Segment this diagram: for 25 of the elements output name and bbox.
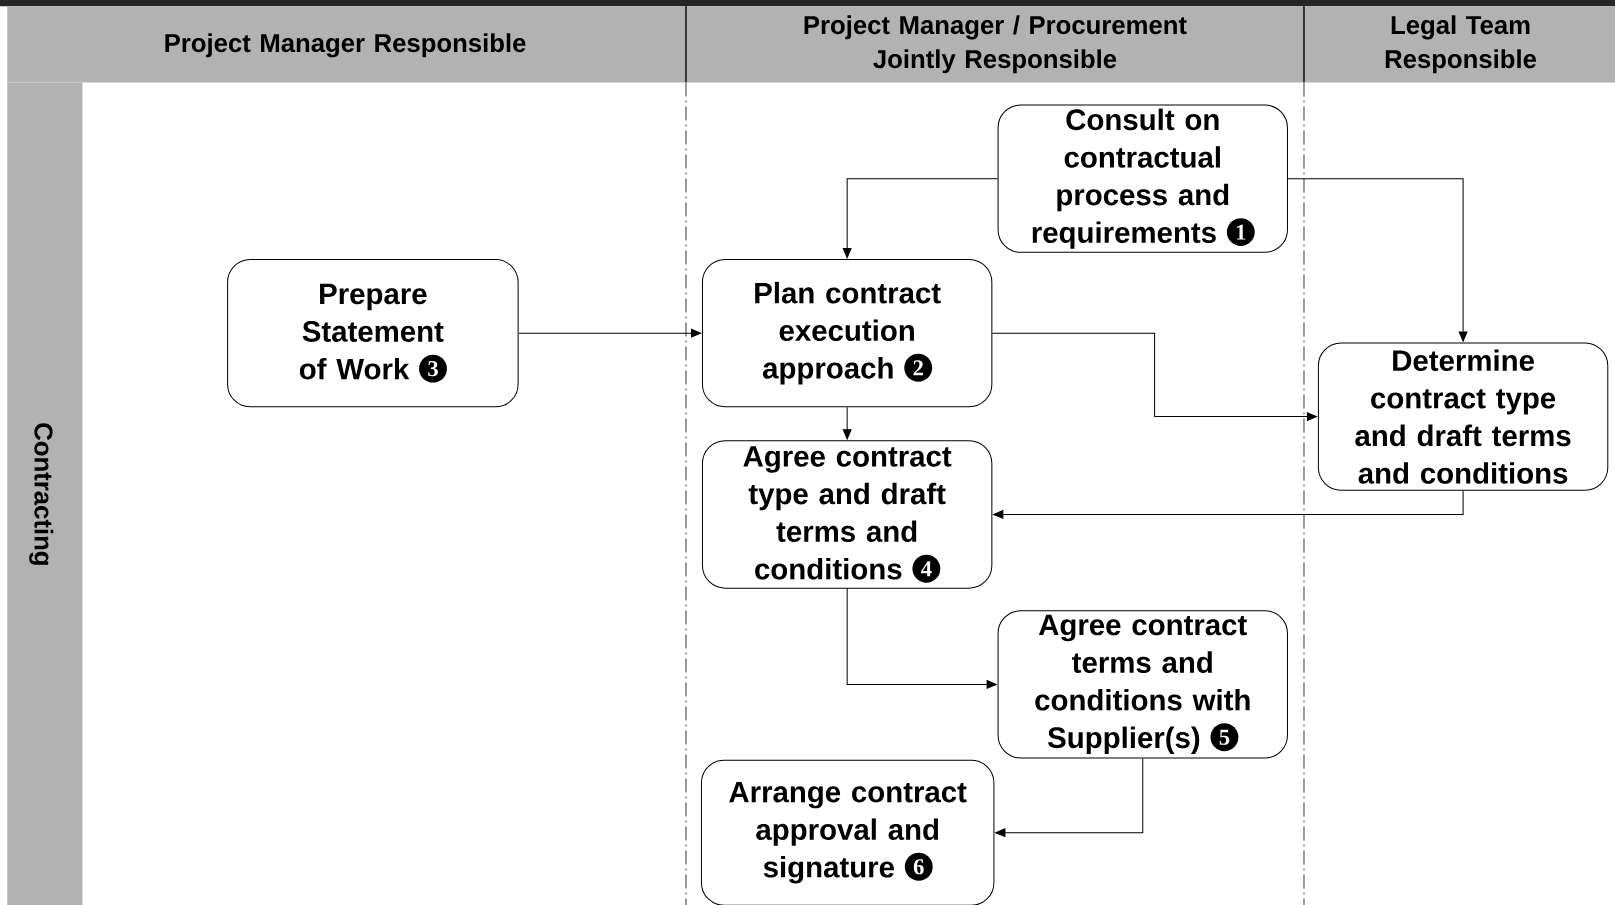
lane-heading: Project Manager Responsible: [165, 33, 526, 58]
arrow: [518, 328, 702, 338]
lane-heading: Contracting: [29, 423, 54, 565]
number-badge: 1: [1226, 218, 1255, 246]
process-box: Agree contract terms and conditions with Supplier(s) 5: [997, 610, 1288, 759]
number-badge: 2: [904, 353, 933, 382]
arrow: [1287, 178, 1468, 342]
process-box: Consult on contractual process and requirements 1: [997, 104, 1288, 253]
arrow: [993, 490, 1464, 519]
process-box: Determine contract type and draft terms and conditions: [1317, 342, 1609, 491]
number-badge: 6: [904, 852, 933, 881]
process-box: Agree contract type and draft terms and conditions 4: [701, 440, 993, 589]
arrow: [991, 332, 1318, 421]
lane-heading: Legal Team Responsible: [1385, 15, 1537, 74]
process-box: Plan contract execution approach 2: [701, 258, 993, 408]
lane-heading: Project Manager / Procurement Jointly Responsible: [804, 15, 1187, 74]
arrow: [842, 178, 999, 259]
number-badge: 4: [912, 554, 941, 583]
number-badge: 3: [419, 354, 447, 383]
process-box: Arrange contract approval and signature 6: [700, 759, 995, 905]
arrow: [995, 757, 1144, 837]
arrow: [842, 406, 852, 440]
process-box: Prepare Statement of Work 3: [227, 258, 519, 408]
number-badge: 5: [1210, 723, 1239, 752]
arrow: [846, 587, 997, 689]
